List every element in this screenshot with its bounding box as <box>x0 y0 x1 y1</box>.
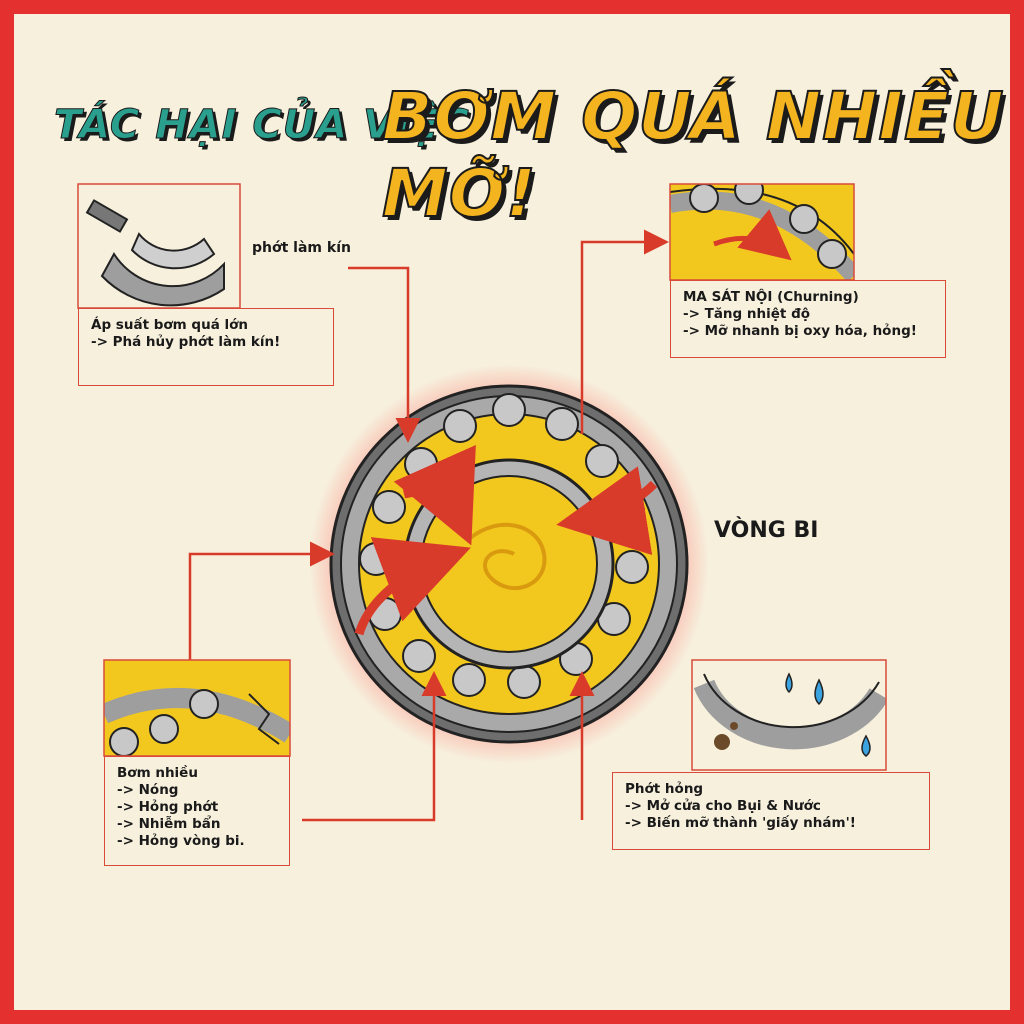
caption-line: -> Hỏng vòng bi. <box>117 833 245 849</box>
thumbnail-seal-damage <box>78 184 240 308</box>
caption-top-right: MA SÁT NỘI (Churning) -> Tăng nhiệt độ -… <box>670 280 946 358</box>
caption-line: -> Nhiễm bẩn <box>117 816 221 832</box>
caption-top-left: Áp suất bơm quá lớn -> Phá hủy phớt làm … <box>78 308 334 386</box>
caption-line: -> Nóng <box>117 782 179 798</box>
caption-line: -> Mở cửa cho Bụi & Nước <box>625 798 821 814</box>
bearing-label: VÒNG BI <box>714 518 819 543</box>
infographic-canvas: TÁC HẠI CỦA VIỆC BƠM QUÁ NHIỀU MỠ! <box>14 14 1010 1010</box>
diagram-graphics <box>77 183 887 822</box>
caption-bottom-right: Phớt hỏng -> Mở cửa cho Bụi & Nước -> Bi… <box>612 772 930 850</box>
caption-line: MA SÁT NỘI (Churning) <box>683 289 859 305</box>
thumbnail-contamination <box>692 660 886 770</box>
caption-line: -> Phá hủy phớt làm kín! <box>91 334 281 350</box>
caption-line: -> Tăng nhiệt độ <box>683 306 811 322</box>
caption-bottom-left: Bơm nhiều -> Nóng -> Hỏng phớt -> Nhiễm … <box>104 756 290 866</box>
caption-line: -> Biến mỡ thành 'giấy nhám'! <box>625 815 856 831</box>
title-big: BƠM QUÁ NHIỀU MỠ! <box>381 77 1005 233</box>
thumbnail-damaged-bearing <box>104 660 290 756</box>
caption-line: Áp suất bơm quá lớn <box>91 317 249 333</box>
caption-line: -> Hỏng phớt <box>117 799 219 815</box>
connector-arrows <box>188 229 669 822</box>
thumbnail-churning <box>670 184 854 280</box>
caption-line: -> Mỡ nhanh bị oxy hóa, hỏng! <box>683 323 917 339</box>
caption-line: Phớt hỏng <box>625 781 704 797</box>
caption-line: Bơm nhiều <box>117 765 198 781</box>
title-small: TÁC HẠI CỦA VIỆC <box>54 102 470 149</box>
seal-label: phớt làm kín <box>252 240 351 256</box>
bearing-illustration <box>309 364 709 764</box>
